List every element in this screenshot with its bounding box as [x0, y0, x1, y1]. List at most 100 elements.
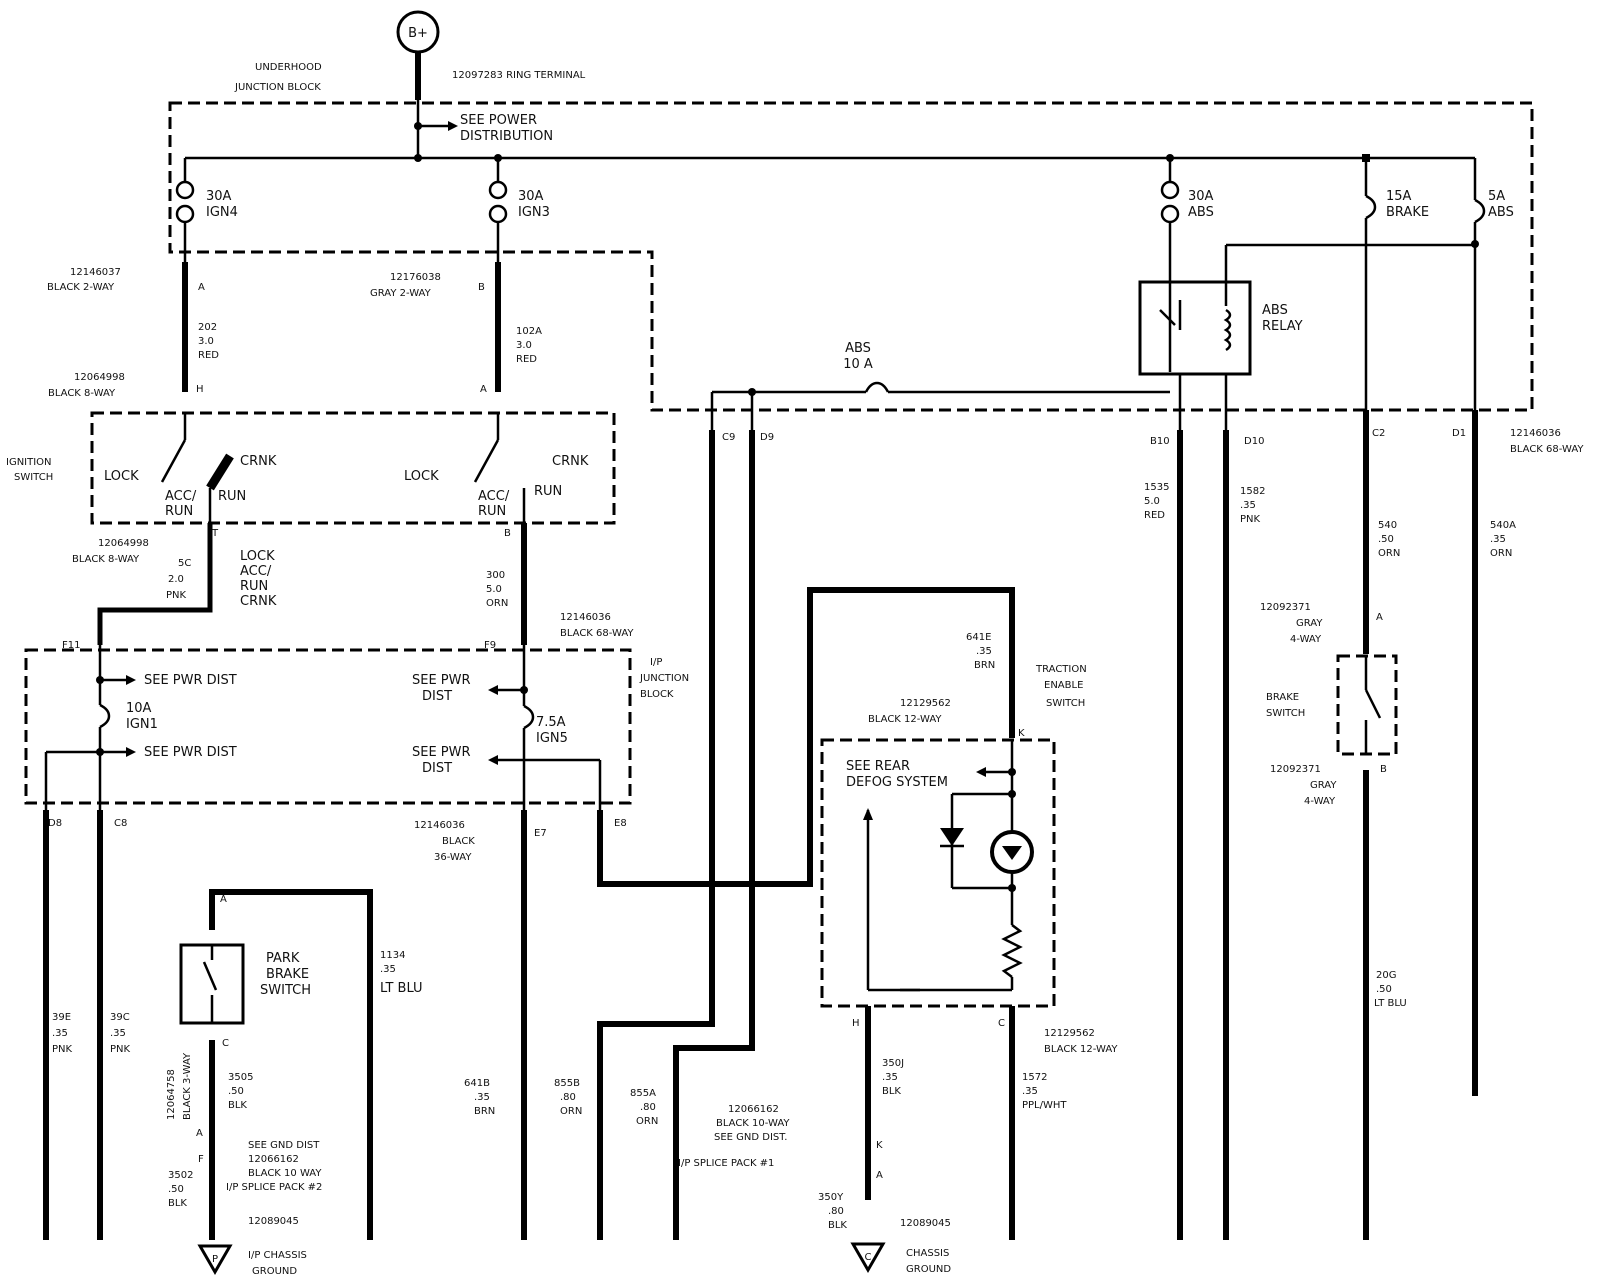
svg-text:1134: 1134 — [380, 950, 405, 961]
ip-chassis-ground-symbol: P — [197, 1244, 233, 1276]
svg-text:39C: 39C — [110, 1012, 130, 1023]
svg-text:540A: 540A — [1490, 520, 1516, 531]
svg-text:C9: C9 — [722, 432, 735, 443]
svg-text:RED: RED — [1144, 510, 1165, 521]
svg-text:ORN: ORN — [560, 1106, 582, 1117]
svg-text:ACC/: ACC/ — [240, 564, 272, 579]
svg-text:3502: 3502 — [168, 1170, 193, 1181]
svg-text:BLACK 3-WAY: BLACK 3-WAY — [182, 1052, 193, 1120]
svg-text:BLACK 2-WAY: BLACK 2-WAY — [47, 282, 115, 293]
svg-text:A: A — [1376, 612, 1383, 623]
svg-text:A: A — [480, 384, 487, 395]
svg-text:.35: .35 — [380, 964, 396, 975]
svg-text:ABS: ABS — [845, 341, 871, 356]
svg-text:B: B — [1380, 764, 1387, 775]
svg-text:TRACTION: TRACTION — [1035, 664, 1087, 675]
svg-text:IGN5: IGN5 — [536, 731, 568, 746]
svg-text:540: 540 — [1378, 520, 1397, 531]
distribution-label: DISTRIBUTION — [460, 129, 553, 144]
svg-text:E7: E7 — [534, 828, 547, 839]
svg-text:C: C — [865, 1252, 872, 1263]
svg-text:30A: 30A — [1188, 189, 1214, 204]
svg-text:3.0: 3.0 — [516, 340, 532, 351]
svg-text:15A: 15A — [1386, 189, 1412, 204]
svg-text:12146037: 12146037 — [70, 267, 121, 278]
svg-text:BLK: BLK — [828, 1220, 847, 1231]
svg-text:12129562: 12129562 — [1044, 1028, 1095, 1039]
svg-text:B: B — [478, 282, 485, 293]
park-brake-switch: PARK BRAKE SWITCH — [179, 943, 311, 1025]
svg-text:.80: .80 — [560, 1092, 576, 1103]
svg-text:RELAY: RELAY — [1262, 319, 1303, 334]
svg-text:CRNK: CRNK — [552, 454, 589, 469]
wire-641e — [597, 587, 1015, 887]
svg-text:3505: 3505 — [228, 1072, 253, 1083]
svg-text:.35: .35 — [110, 1028, 126, 1039]
svg-text:BLACK 68-WAY: BLACK 68-WAY — [560, 628, 634, 639]
svg-text:I/P SPLICE PACK #1: I/P SPLICE PACK #1 — [678, 1158, 774, 1169]
svg-text:GRAY 2-WAY: GRAY 2-WAY — [370, 288, 432, 299]
svg-text:BLACK 10 WAY: BLACK 10 WAY — [248, 1168, 322, 1179]
abs-relay: ABS RELAY — [1138, 243, 1475, 430]
svg-text:RUN: RUN — [218, 489, 246, 504]
fuse-ign5: SEE PWR DIST 7.5A IGN5 SEE PWR DIST — [412, 645, 602, 810]
svg-text:202: 202 — [198, 322, 217, 333]
see-power-label: SEE POWER — [460, 113, 537, 128]
svg-text:A: A — [196, 1128, 203, 1139]
svg-text:PPL/WHT: PPL/WHT — [1022, 1100, 1067, 1111]
svg-text:12064758: 12064758 — [166, 1069, 177, 1120]
ignition-switch-right: LOCK CRNK ACC/ RUN RUN — [404, 413, 589, 523]
svg-text:PARK: PARK — [266, 951, 300, 966]
svg-text:SEE GND DIST: SEE GND DIST — [248, 1140, 320, 1151]
battery-label: B+ — [408, 26, 428, 41]
svg-text:SWITCH: SWITCH — [260, 983, 311, 998]
svg-text:GROUND: GROUND — [906, 1264, 951, 1275]
svg-text:12092371: 12092371 — [1260, 602, 1311, 613]
svg-text:SEE PWR: SEE PWR — [412, 745, 471, 760]
fuse-brake-15a: 15A BRAKE — [1364, 158, 1429, 410]
svg-text:10 A: 10 A — [843, 357, 873, 372]
svg-text:ACC/: ACC/ — [165, 489, 197, 504]
svg-text:SWITCH: SWITCH — [1046, 698, 1085, 709]
svg-text:ORN: ORN — [1490, 548, 1512, 559]
fuse-abs-10a: ABS 10 A — [710, 341, 1170, 430]
svg-text:36-WAY: 36-WAY — [434, 852, 472, 863]
svg-text:SEE PWR: SEE PWR — [412, 673, 471, 688]
svg-text:D1: D1 — [1452, 428, 1466, 439]
svg-text:GRAY: GRAY — [1296, 618, 1323, 629]
svg-text:IGNITION: IGNITION — [6, 457, 52, 468]
svg-text:RUN: RUN — [165, 504, 193, 519]
svg-text:5A: 5A — [1488, 189, 1505, 204]
svg-text:.35: .35 — [474, 1092, 490, 1103]
svg-text:IGN4: IGN4 — [206, 205, 238, 220]
svg-text:GROUND: GROUND — [252, 1266, 297, 1277]
wire-855a — [673, 430, 755, 1240]
svg-text:.50: .50 — [168, 1184, 184, 1195]
fuse-ign4: 30A IGN4 — [175, 158, 238, 262]
svg-text:DIST: DIST — [422, 761, 452, 776]
svg-text:SEE PWR DIST: SEE PWR DIST — [144, 673, 237, 688]
svg-text:IGN1: IGN1 — [126, 717, 158, 732]
svg-text:H: H — [852, 1018, 860, 1029]
svg-text:.80: .80 — [828, 1206, 844, 1217]
svg-text:SWITCH: SWITCH — [1266, 708, 1305, 719]
svg-text:5.0: 5.0 — [1144, 496, 1160, 507]
svg-text:LT BLU: LT BLU — [1374, 998, 1407, 1009]
svg-text:5C: 5C — [178, 558, 191, 569]
svg-text:ABS: ABS — [1188, 205, 1214, 220]
svg-text:.50: .50 — [228, 1086, 244, 1097]
svg-text:DEFOG SYSTEM: DEFOG SYSTEM — [846, 775, 948, 790]
svg-text:.35: .35 — [976, 646, 992, 657]
svg-text:BLACK: BLACK — [442, 836, 475, 847]
svg-text:30A: 30A — [206, 189, 232, 204]
svg-text:JUNCTION: JUNCTION — [639, 673, 689, 684]
svg-text:.35: .35 — [52, 1028, 68, 1039]
svg-text:SEE REAR: SEE REAR — [846, 759, 910, 774]
svg-text:RUN: RUN — [534, 484, 562, 499]
underhood-junction-block-outline — [168, 101, 1534, 412]
svg-text:350J: 350J — [882, 1058, 904, 1069]
wire-1134 — [209, 889, 373, 1240]
svg-text:12176038: 12176038 — [390, 272, 441, 283]
svg-text:BRAKE: BRAKE — [266, 967, 309, 982]
svg-text:C2: C2 — [1372, 428, 1385, 439]
